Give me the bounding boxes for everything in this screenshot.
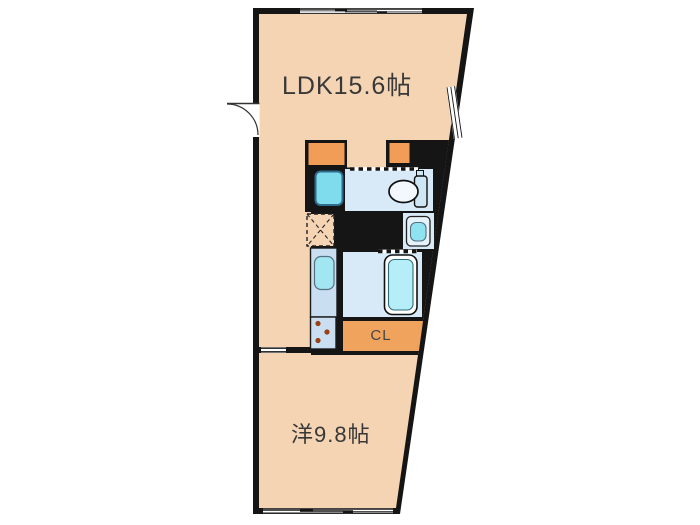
folding-door-bath [378,249,417,254]
entry-door-icon [226,102,260,137]
toilet-icon [388,170,428,208]
pillar-right [389,143,410,163]
slanted-wall-window-icon [446,86,463,139]
bathtub-icon [383,254,418,316]
folding-door-toilet [350,167,419,171]
closet-label: CL [370,327,392,344]
pillar-left [308,143,345,165]
room-label-western: 洋9.8帖 [291,422,371,447]
closet-area [343,321,423,351]
sliding-window-top-icon [300,8,422,14]
room-sliding-door [261,347,286,353]
washbasin-icon [405,215,431,247]
room-label-ldk: LDK15.6帖 [282,72,413,100]
washing-machine-icon [314,170,344,206]
kitchen-sink-icon [313,255,335,291]
room-sliding-door-lines [261,347,286,353]
pillar-gap-floor [347,136,386,168]
stove-icon [309,316,337,350]
sliding-window-bottom-icon [263,508,393,514]
refrigerator-space-icon [306,213,335,247]
